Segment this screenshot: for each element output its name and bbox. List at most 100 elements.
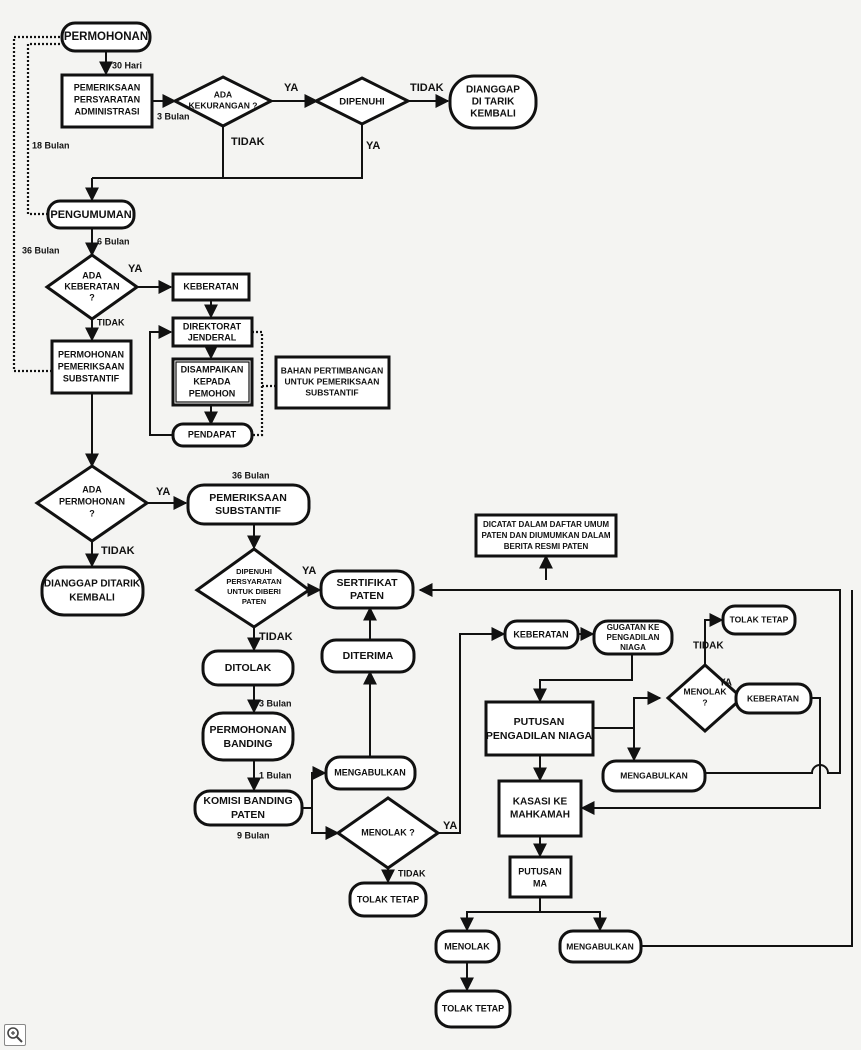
- label-line: MENOLAK: [684, 686, 728, 696]
- node-disampaikan: DISAMPAIKAN KEPADA PEMOHON: [171, 357, 254, 407]
- edge-labels: 30 Hari 3 Bulan 18 Bulan YA TIDAK TIDAK …: [22, 60, 732, 878]
- line-mengabulkan2-right: [418, 583, 841, 774]
- label-line: MAHKAMAH: [510, 810, 570, 821]
- node-keberatan-2: KEBERATAN: [503, 619, 580, 650]
- node-pengumuman: PENGUMUMAN: [46, 199, 136, 230]
- label-line: NIAGA: [620, 643, 646, 652]
- label-line: MENOLAK: [444, 941, 490, 951]
- label-line: BAHAN PERTIMBANGAN: [281, 365, 383, 375]
- node-ada-kekurangan: ADA KEKURANGAN ?: [171, 75, 275, 128]
- label-line: KEBERATAN: [64, 281, 119, 291]
- label-line: TOLAK TETAP: [442, 1003, 504, 1013]
- label-line: MENOLAK ?: [361, 827, 415, 837]
- arrow-komisi-to-mengabulkan: [302, 766, 327, 809]
- label-line: PATEN: [231, 809, 265, 821]
- node-tolak-tetap-1: TOLAK TETAP: [348, 881, 428, 918]
- label-line: DIREKTORAT: [183, 321, 242, 331]
- label-line: ?: [89, 292, 95, 302]
- node-dianggap-ditarik-1: DIANGGAP DI TARIK KEMBALI: [448, 74, 538, 130]
- label-tidak: TIDAK: [693, 641, 724, 652]
- label-line: TOLAK TETAP: [357, 894, 419, 904]
- connectors: [12, 35, 853, 992]
- node-dipenuhi-persyaratan: DIPENUHI PERSYARATAN UNTUK DIBERI PATEN: [194, 547, 312, 629]
- label-ya: YA: [284, 82, 298, 94]
- label-line: PEMERIKSAAN: [58, 361, 125, 371]
- label-line: PENGUMUMAN: [50, 209, 131, 221]
- node-dianggap-ditarik-2: DIANGGAP DITARIK KEMBALI: [40, 565, 145, 617]
- label-ya: YA: [366, 140, 380, 152]
- zoom-icon[interactable]: [4, 1024, 26, 1046]
- line-putusan-branch: [593, 691, 662, 729]
- label-line: KEPADA: [193, 376, 231, 386]
- node-putusan-ma: PUTUSAN MA: [508, 855, 573, 899]
- label-tidak: TIDAK: [410, 82, 444, 94]
- label-line: KEMBALI: [69, 593, 115, 604]
- label-30-hari: 30 Hari: [112, 60, 142, 70]
- label-line: KEKURANGAN ?: [189, 100, 258, 110]
- label-ya: YA: [302, 565, 316, 577]
- node-direktorat: DIREKTORAT JENDERAL: [171, 316, 254, 348]
- arrow-menolak2-tidak: [704, 613, 724, 665]
- label-line: ADA: [214, 89, 232, 99]
- magnifier-icon: [7, 1027, 23, 1043]
- label-line: DITERIMA: [343, 650, 394, 662]
- node-ada-keberatan: ADA KEBERATAN ?: [44, 253, 140, 321]
- label-line: DISAMPAIKAN: [181, 364, 244, 374]
- label-line: ?: [702, 697, 707, 707]
- node-pemeriksaan-admin: PEMERIKSAAN PERSYARATAN ADMINISTRASI: [60, 73, 154, 129]
- label-tidak: TIDAK: [231, 136, 265, 148]
- label-ya: YA: [156, 486, 170, 498]
- node-komisi-banding: KOMISI BANDING PATEN: [193, 789, 304, 827]
- label-line: JENDERAL: [188, 332, 237, 342]
- label-line: PENGADILAN: [607, 633, 660, 642]
- label-line: PATEN: [242, 597, 266, 606]
- label-line: BANDING: [224, 738, 273, 750]
- label-line: ADMINISTRASI: [75, 106, 140, 116]
- label-line: KEMBALI: [470, 109, 516, 120]
- arrow-menolak-ya-to-keberatan: [438, 627, 506, 834]
- label-tidak: TIDAK: [398, 868, 426, 878]
- label-line: DIPENUHI: [236, 567, 272, 576]
- node-tolak-tetap-2: TOLAK TETAP: [721, 604, 797, 636]
- label-line: KOMISI BANDING: [203, 795, 292, 807]
- label-9-bulan: 9 Bulan: [237, 830, 270, 840]
- label-line: SUBSTANTIF: [305, 387, 358, 397]
- label-line: DI TARIK: [472, 97, 515, 108]
- label-line: KEBERATAN: [747, 693, 799, 703]
- label-line: DIANGGAP: [466, 85, 520, 96]
- node-mengabulkan-1: MENGABULKAN: [324, 755, 417, 791]
- node-permohonan-banding: PERMOHONAN BANDING: [201, 711, 295, 762]
- label-line: GUGATAN KE: [607, 623, 660, 632]
- line-dipenuhi-ya: [92, 124, 363, 179]
- dotted-36-bulan: [12, 35, 62, 373]
- node-dicatat: DICATAT DALAM DAFTAR UMUM PATEN DAN DIUM…: [474, 513, 618, 558]
- node-permohonan-substantif: PERMOHONAN PEMERIKSAAN SUBSTANTIF: [50, 339, 133, 395]
- label-line: MA: [533, 878, 547, 888]
- dotted-18-bulan: [26, 42, 62, 216]
- label-1-bulan: 1 Bulan: [259, 770, 292, 780]
- label-ya: YA: [719, 678, 732, 689]
- label-line: DICATAT DALAM DAFTAR UMUM: [483, 520, 609, 529]
- dotted-to-bahan: [252, 330, 275, 437]
- node-pemeriksaan-substantif: PEMERIKSAAN SUBSTANTIF: [186, 483, 311, 526]
- label-line: PEMOHON: [189, 388, 236, 398]
- label-line: MENGABULKAN: [334, 767, 406, 777]
- label-3-bulan: 3 Bulan: [157, 111, 190, 121]
- line-keberatan3-down: [580, 697, 821, 815]
- label-line: SUBSTANTIF: [215, 505, 281, 517]
- label-line: KASASI KE: [513, 797, 568, 808]
- label-line: DITOLAK: [225, 662, 272, 674]
- node-keberatan-1: KEBERATAN: [171, 272, 251, 302]
- node-mengabulkan-3: MENGABULKAN: [558, 929, 643, 964]
- node-menolak-3: MENOLAK: [434, 929, 501, 964]
- label-line: SUBSTANTIF: [63, 373, 120, 383]
- label-line: PERMOHONAN: [59, 496, 125, 506]
- line-putusan-ma-split: [466, 897, 601, 930]
- node-sertifikat: SERTIFIKAT PATEN: [319, 569, 415, 610]
- node-putusan-niaga: PUTUSAN PENGADILAN NIAGA: [484, 700, 595, 757]
- label-line: PUTUSAN: [514, 716, 565, 728]
- label-line: PEMERIKSAAN: [209, 492, 287, 504]
- label-6-bulan: 6 Bulan: [97, 236, 130, 246]
- label-line: ADA: [82, 270, 102, 280]
- node-bahan: BAHAN PERTIMBANGAN UNTUK PEMERIKSAAN SUB…: [274, 355, 391, 410]
